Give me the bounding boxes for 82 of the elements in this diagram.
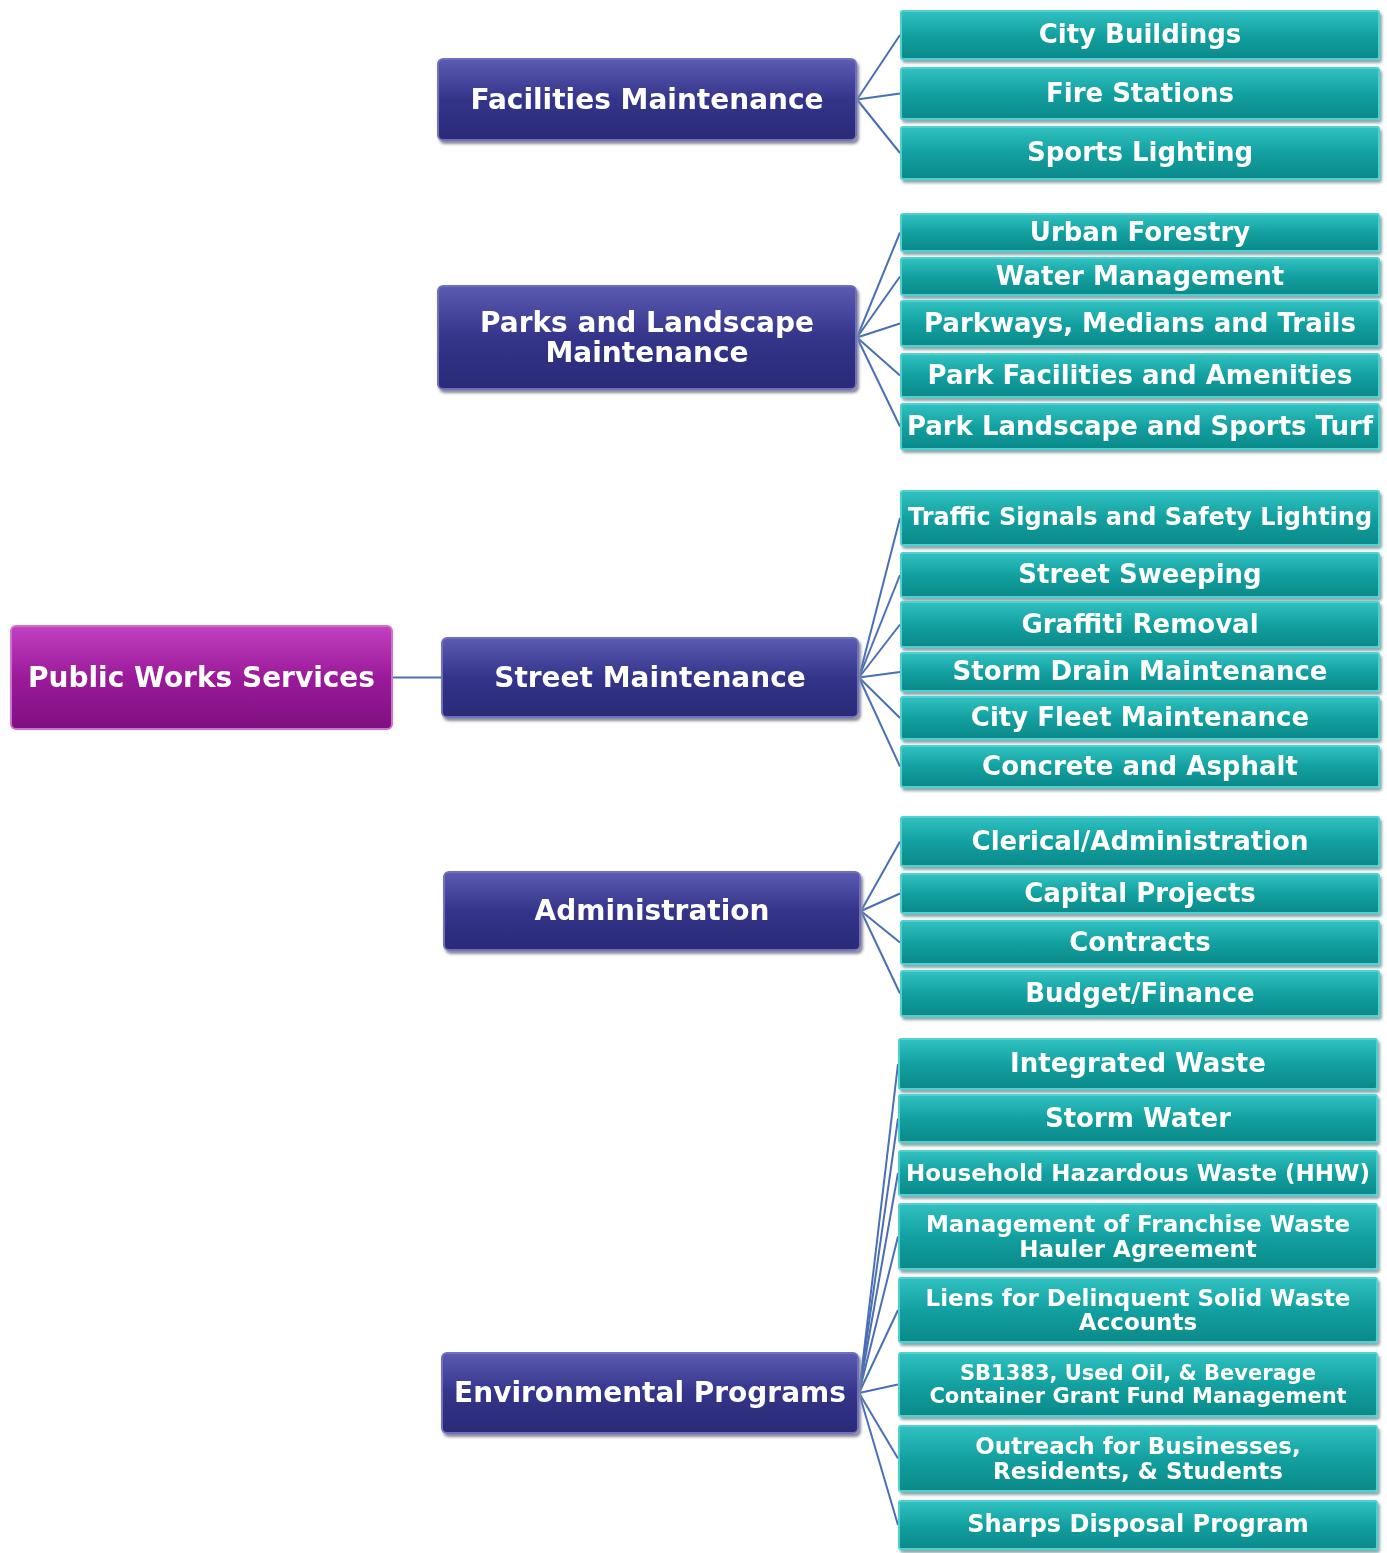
box-label: Storm Water xyxy=(1044,1104,1232,1133)
service-box xyxy=(898,1425,1378,1492)
connector-line xyxy=(858,1392,899,1460)
box-label: Parks and Landscape Maintenance xyxy=(479,308,815,367)
service-box xyxy=(900,873,1380,914)
service-box xyxy=(900,126,1380,180)
box-label: Concrete and Asphalt xyxy=(982,752,1298,781)
department-box xyxy=(441,1352,859,1434)
box-label: Clerical/Administration xyxy=(971,827,1309,856)
box-label: Liens for Delinquent Solid Waste Accounts xyxy=(924,1285,1352,1335)
service-box xyxy=(900,67,1380,120)
box-label: Street Sweeping xyxy=(1018,561,1262,589)
service-box xyxy=(900,213,1380,252)
department-box xyxy=(441,637,859,718)
connector-line xyxy=(858,671,901,679)
service-box xyxy=(898,1352,1378,1417)
box-label: Sports Lighting xyxy=(1026,139,1253,167)
connector-line xyxy=(856,322,901,339)
connector-line xyxy=(856,92,901,101)
box-label: SB1383, Used Oil, & Beverage Container Grant Fund Management xyxy=(928,1362,1348,1407)
box-label: Fire Stations xyxy=(1045,79,1235,108)
service-box xyxy=(900,490,1380,546)
connector-line xyxy=(860,840,901,912)
service-box xyxy=(900,403,1380,450)
box-label: Integrated Waste xyxy=(1010,1050,1266,1078)
service-box xyxy=(898,1277,1378,1343)
connector-line xyxy=(858,676,901,719)
connector-line xyxy=(858,1383,899,1394)
box-label: Water Management xyxy=(995,262,1285,291)
service-box xyxy=(900,257,1380,296)
department-box xyxy=(437,58,857,141)
connector-line xyxy=(858,1309,899,1394)
box-label: Urban Forestry xyxy=(1029,218,1251,247)
box-label: City Fleet Maintenance xyxy=(970,704,1310,732)
connector-line xyxy=(856,275,901,339)
service-box xyxy=(900,552,1380,598)
service-box xyxy=(900,745,1380,788)
box-label: Capital Projects xyxy=(1024,879,1256,908)
service-box xyxy=(900,601,1380,648)
root-box xyxy=(10,625,393,730)
connector-line xyxy=(856,98,901,154)
box-label: Street Maintenance xyxy=(494,662,806,693)
box-label: Administration xyxy=(534,896,770,926)
box-label: Contracts xyxy=(1069,928,1211,957)
box-label: Storm Drain Maintenance xyxy=(952,658,1328,686)
connector-line xyxy=(856,336,901,377)
service-box xyxy=(898,1094,1378,1143)
connector-line xyxy=(860,910,901,995)
connector-line xyxy=(856,336,901,428)
box-label: Traffic Signals and Safety Lighting xyxy=(907,505,1373,531)
service-box xyxy=(898,1500,1378,1550)
box-label: Facilities Maintenance xyxy=(470,84,824,115)
box-label: Sharps Disposal Program xyxy=(967,1512,1309,1538)
service-box xyxy=(900,652,1380,692)
service-box xyxy=(900,300,1380,347)
department-box xyxy=(443,871,861,951)
department-box xyxy=(437,285,857,390)
service-box xyxy=(900,920,1380,965)
service-box xyxy=(900,353,1380,398)
box-label: Park Landscape and Sports Turf xyxy=(906,412,1374,441)
service-box xyxy=(900,10,1380,60)
service-box xyxy=(900,696,1380,740)
box-label: Graffiti Removal xyxy=(1021,610,1259,639)
service-box xyxy=(900,970,1380,1017)
box-label: City Buildings xyxy=(1038,21,1242,49)
service-box xyxy=(898,1038,1378,1090)
connector-line xyxy=(856,34,901,101)
service-box xyxy=(898,1150,1378,1196)
connector-line xyxy=(858,623,901,679)
box-label: Budget/Finance xyxy=(1025,979,1255,1008)
box-label: Outreach for Businesses, Residents, & Students xyxy=(974,1434,1302,1483)
connector-line xyxy=(392,676,442,679)
box-label: Public Works Services xyxy=(27,662,376,693)
connector-line xyxy=(860,892,901,912)
box-label: Parkways, Medians and Trails xyxy=(924,309,1356,338)
service-box xyxy=(900,816,1380,867)
service-box xyxy=(898,1203,1378,1270)
connector-line xyxy=(860,910,901,944)
box-label: Management of Franchise Waste Hauler Agreement xyxy=(924,1212,1352,1261)
box-label: Household Hazardous Waste (HHW) xyxy=(906,1160,1370,1186)
box-label: Park Facilities and Amenities xyxy=(927,361,1353,390)
box-label: Environmental Programs xyxy=(454,1378,846,1408)
